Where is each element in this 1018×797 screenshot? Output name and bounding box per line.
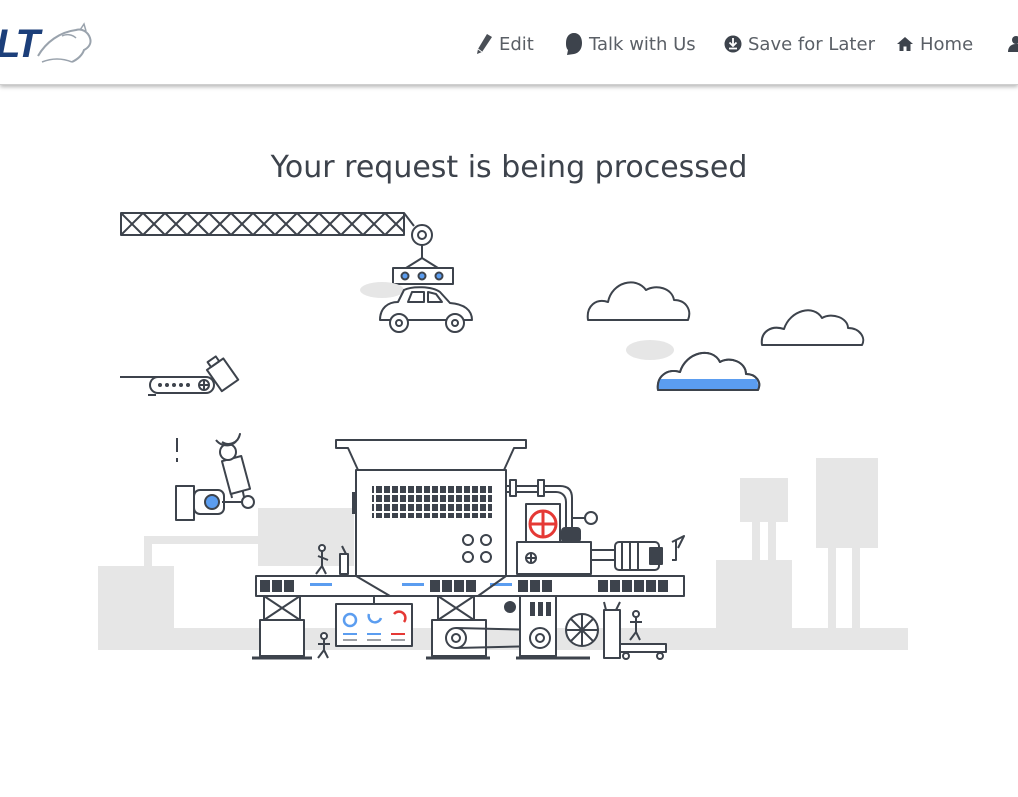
car-icon [360,282,473,333]
nav-label-talk-with-us: Talk with Us [589,33,696,55]
robot-arm [175,433,255,521]
crane-arm [120,212,454,285]
cloud-2 [760,309,865,346]
nav-label-home: Home [920,33,974,55]
top-navbar: LT Edit Talk with Us Save [0,0,1018,85]
download-circle-icon [724,35,742,53]
cloud-blue [626,340,761,391]
user-icon [1008,36,1018,52]
home-icon [897,37,913,51]
nav-item-home[interactable]: Home [896,30,973,58]
page-title: Your request is being processed [270,150,748,185]
main-machine [252,439,685,660]
nav-item-user[interactable] [1006,30,1018,58]
nav-item-save-for-later[interactable]: Save for Later [724,30,875,58]
nav-item-talk-with-us[interactable]: Talk with Us [565,30,696,58]
company-logo[interactable]: LT [0,20,96,68]
cloud-1 [586,281,691,321]
nav-label-save-for-later: Save for Later [748,33,875,55]
nav-label-edit: Edit [499,33,534,55]
chat-bubble-icon [566,33,582,55]
nav-item-edit[interactable]: Edit [475,30,534,58]
mini-conveyor [120,355,240,396]
pencil-icon [477,34,492,54]
horse-logo-icon [37,22,92,63]
logo-text: LT [0,21,40,66]
